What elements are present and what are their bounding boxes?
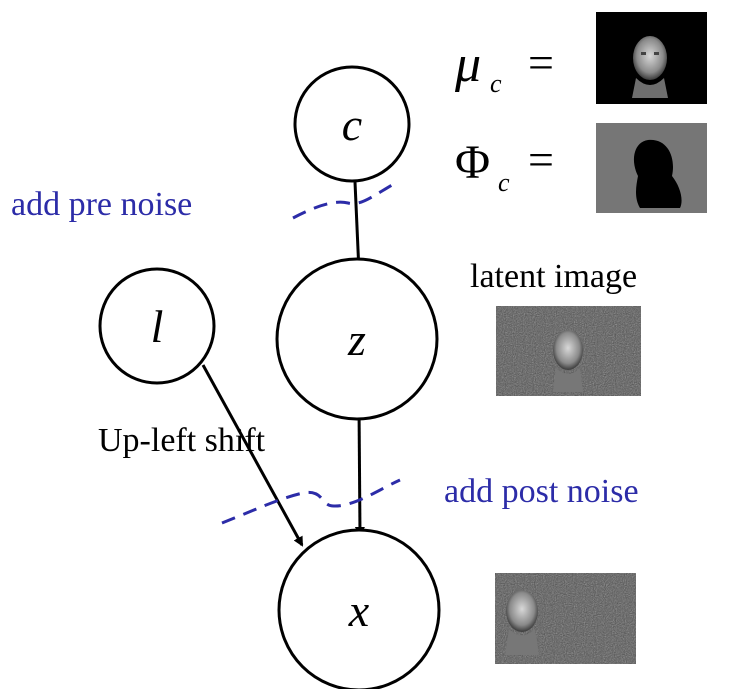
phi-equals: =	[528, 134, 554, 185]
node-x	[277, 528, 441, 689]
mu-equals: =	[528, 37, 554, 88]
pre-noise-curve	[292, 183, 393, 220]
latent-noisy-image	[496, 306, 641, 396]
latent-image-label: latent image	[470, 258, 637, 295]
edge-c-z	[353, 181, 364, 274]
variance-face-image	[596, 123, 707, 213]
node-z-label: z	[347, 314, 366, 365]
phi-symbol: Φ	[455, 136, 490, 189]
node-c	[293, 65, 411, 183]
mu-subscript: c	[490, 69, 502, 98]
node-c-label: c	[342, 99, 362, 150]
node-l-label: l	[151, 301, 164, 352]
node-l	[98, 267, 216, 385]
add-pre-noise-label: add pre noise	[11, 186, 192, 223]
post-noise-curve	[221, 478, 401, 525]
edge-z-x	[354, 404, 365, 537]
phi-subscript: c	[498, 168, 510, 197]
observed-noisy-image	[495, 573, 636, 664]
node-x-label: x	[348, 585, 370, 636]
add-post-noise-label: add post noise	[444, 473, 639, 510]
node-z	[275, 257, 439, 421]
mean-face-image	[596, 12, 707, 104]
up-left-shift-label: Up-left shift	[98, 422, 266, 459]
edge-l-x	[201, 364, 304, 547]
mu-symbol: μ	[454, 36, 481, 93]
